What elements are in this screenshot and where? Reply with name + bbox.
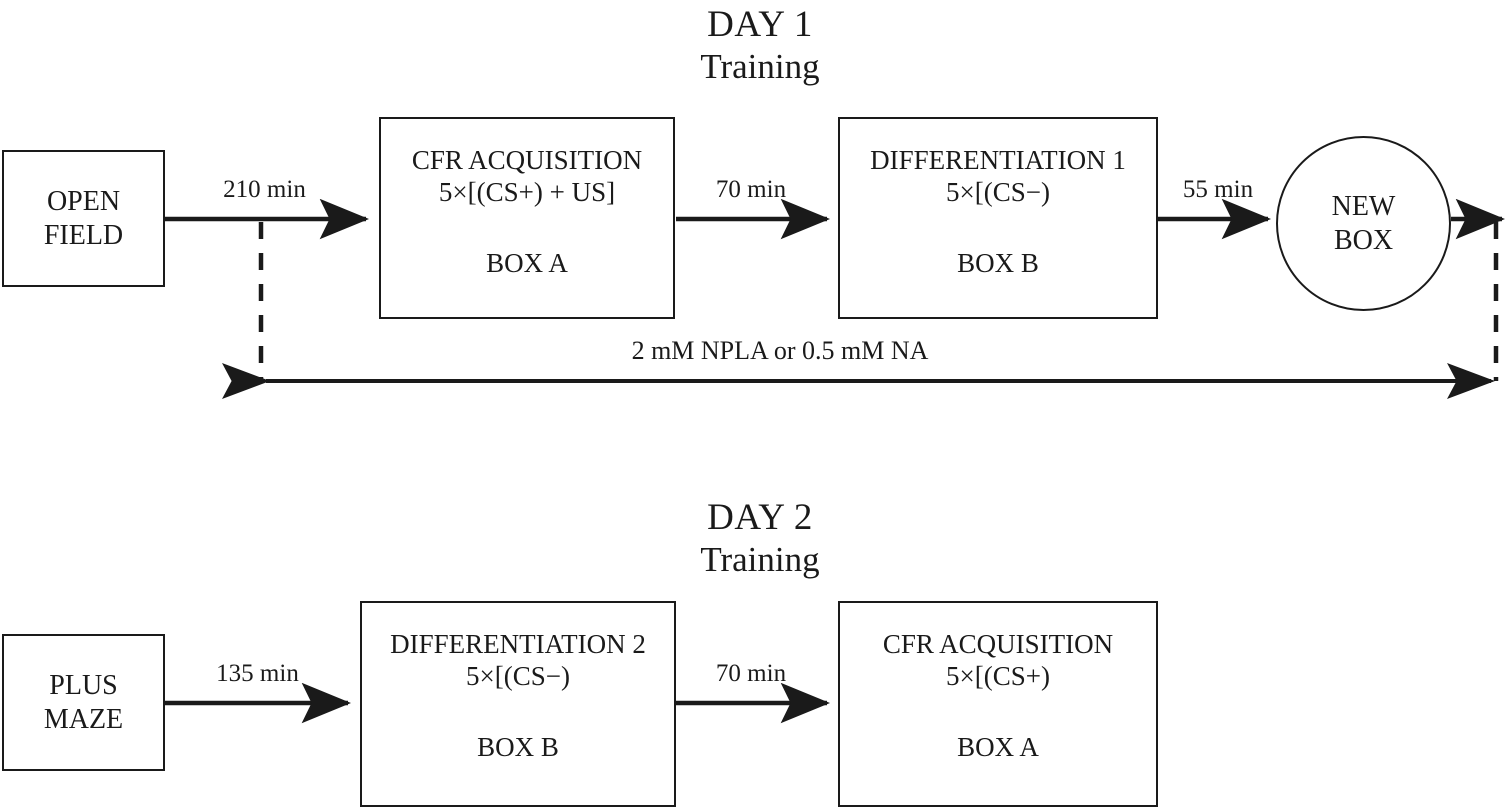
- interval-differentiation2-to-cfr: 70 min: [715, 660, 787, 687]
- interval-differentiation1-to-newbox: 55 min: [1182, 176, 1254, 203]
- day2-subtitle: Training: [700, 539, 820, 579]
- plus-maze-line-1: PLUS: [49, 670, 118, 702]
- day2-title: DAY 2: [707, 497, 813, 538]
- day1-header: DAY 1 Training: [600, 4, 920, 88]
- differentiation-1-line-1: DIFFERENTIATION 1: [870, 145, 1126, 175]
- cfr-acquisition-day2-line-1: CFR ACQUISITION: [882, 629, 1114, 659]
- cfr-acquisition-day1-line-2: 5×[(CS+) + US]: [438, 176, 616, 207]
- day1-subtitle: Training: [700, 46, 820, 86]
- node-plus-maze[interactable]: PLUS MAZE: [2, 634, 165, 771]
- new-box-line-1: NEW: [1331, 191, 1396, 223]
- node-differentiation-1[interactable]: DIFFERENTIATION 1 5×[(CS−) BOX B: [838, 117, 1158, 319]
- interval-cfr-to-differentiation1: 70 min: [715, 176, 787, 203]
- differentiation-2-line-2: 5×[(CS−): [466, 660, 570, 691]
- new-box-line-2: BOX: [1333, 224, 1394, 256]
- open-field-line-1: OPEN: [46, 186, 121, 218]
- cfr-acquisition-day2-box-label: BOX A: [957, 731, 1039, 762]
- day2-header: DAY 2 Training: [600, 497, 920, 581]
- plus-maze-line-2: MAZE: [43, 703, 124, 735]
- node-cfr-acquisition-day2[interactable]: CFR ACQUISITION 5×[(CS+) BOX A: [838, 601, 1158, 807]
- day1-title: DAY 1: [707, 4, 813, 45]
- interval-plusmaze-to-differentiation2: 135 min: [216, 660, 299, 687]
- node-open-field[interactable]: OPEN FIELD: [2, 150, 165, 287]
- node-differentiation-2[interactable]: DIFFERENTIATION 2 5×[(CS−) BOX B: [360, 601, 676, 807]
- differentiation-1-line-2: 5×[(CS−): [946, 176, 1050, 207]
- differentiation-2-line-1: DIFFERENTIATION 2: [390, 629, 646, 659]
- differentiation-1-box-label: BOX B: [957, 247, 1039, 278]
- interval-open-field-to-cfr: 210 min: [223, 176, 306, 203]
- differentiation-2-box-label: BOX B: [477, 731, 559, 762]
- cfr-acquisition-day1-box-label: BOX A: [486, 247, 568, 278]
- cfr-acquisition-day1-line-1: CFR ACQUISITION: [411, 145, 643, 175]
- cfr-acquisition-day2-line-2: 5×[(CS+): [946, 660, 1050, 691]
- drug-treatment-label: 2 mM NPLA or 0.5 mM NA: [631, 336, 929, 365]
- open-field-line-2: FIELD: [43, 219, 124, 251]
- node-cfr-acquisition-day1[interactable]: CFR ACQUISITION 5×[(CS+) + US] BOX A: [379, 117, 675, 319]
- node-new-box[interactable]: NEW BOX: [1276, 136, 1451, 311]
